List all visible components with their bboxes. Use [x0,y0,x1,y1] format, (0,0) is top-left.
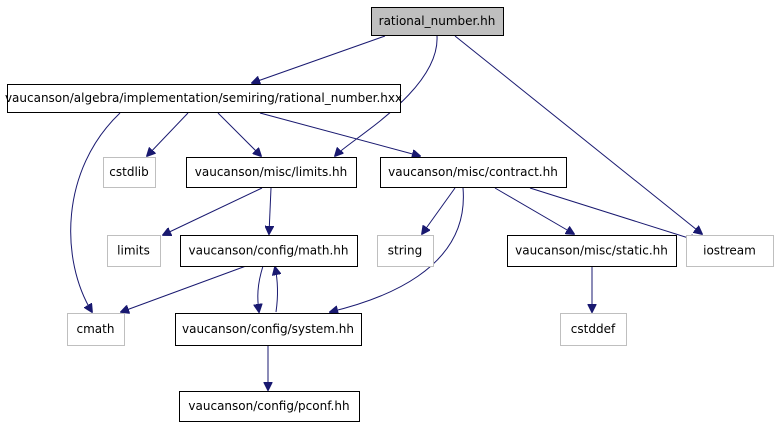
node-config-system[interactable]: vaucanson/config/system.hh [175,313,362,346]
node-box [7,84,401,113]
node-string: string [377,235,434,267]
node-label: vaucanson/misc/contract.hh [388,165,558,179]
node-label: vaucanson/config/pconf.hh [188,399,349,413]
node-label: string [388,244,422,258]
node-box [107,235,161,267]
edge-misc-contract-to-iostream [529,187,698,241]
edge-rational-number-hh-to-rational-number-hxx [252,35,386,83]
node-box [175,313,362,346]
node-box [560,313,627,346]
node-box [377,235,434,267]
edge-misc-limits-to-config-math [269,187,271,234]
node-label: rational_number.hh [379,14,496,28]
node-label: vaucanson/misc/static.hh [515,244,668,258]
edge-rational-number-hxx-to-misc-contract [259,112,420,156]
node-label: cmath [77,322,115,336]
edge-config-math-to-cmath [121,265,247,312]
node-label: cstdlib [109,165,148,179]
node-box [186,157,357,188]
edge-misc-limits-to-limits [163,187,263,235]
node-box [179,391,360,422]
edge-config-math-to-config-system [258,265,264,312]
node-cmath: cmath [67,313,125,346]
node-label: vaucanson/misc/limits.hh [195,165,347,179]
node-box [380,157,567,188]
node-label: vaucanson/algebra/implementation/semirin… [5,91,402,105]
node-misc-contract[interactable]: vaucanson/misc/contract.hh [380,157,567,188]
nodes-layer: rational_number.hh vaucanson/algebra/impl… [5,7,774,422]
node-box [103,157,156,188]
edge-config-system-to-config-math [275,267,277,313]
edge-misc-contract-to-misc-static [494,187,574,234]
edges-layer [70,35,702,390]
node-config-math[interactable]: vaucanson/config/math.hh [180,235,358,267]
node-rational-number-hh[interactable]: rational_number.hh [371,7,504,36]
node-misc-limits[interactable]: vaucanson/misc/limits.hh [186,157,357,188]
node-iostream: iostream [686,235,774,267]
node-cstdlib: cstdlib [103,157,156,188]
node-box [67,313,125,346]
edge-rational-number-hh-to-iostream [454,35,702,234]
node-config-pconf[interactable]: vaucanson/config/pconf.hh [179,391,360,422]
node-limits: limits [107,235,161,267]
node-box [507,235,677,267]
node-label: limits [117,244,150,258]
node-label: cstddef [571,322,616,336]
node-box [180,235,358,267]
edge-rational-number-hxx-to-cmath [70,112,121,312]
node-rational-number-hxx[interactable]: vaucanson/algebra/implementation/semirin… [5,84,402,113]
edge-misc-contract-to-config-system [330,187,464,312]
node-label: vaucanson/config/system.hh [182,322,354,336]
node-box [686,235,774,267]
node-misc-static[interactable]: vaucanson/misc/static.hh [507,235,677,267]
edge-rational-number-hxx-to-cstdlib [147,112,189,156]
edge-misc-contract-to-string [422,187,456,234]
node-cstddef: cstddef [560,313,627,346]
node-label: iostream [703,244,756,258]
edge-rational-number-hxx-to-misc-limits [217,112,261,156]
node-box [371,7,504,36]
node-label: vaucanson/config/math.hh [188,244,348,258]
